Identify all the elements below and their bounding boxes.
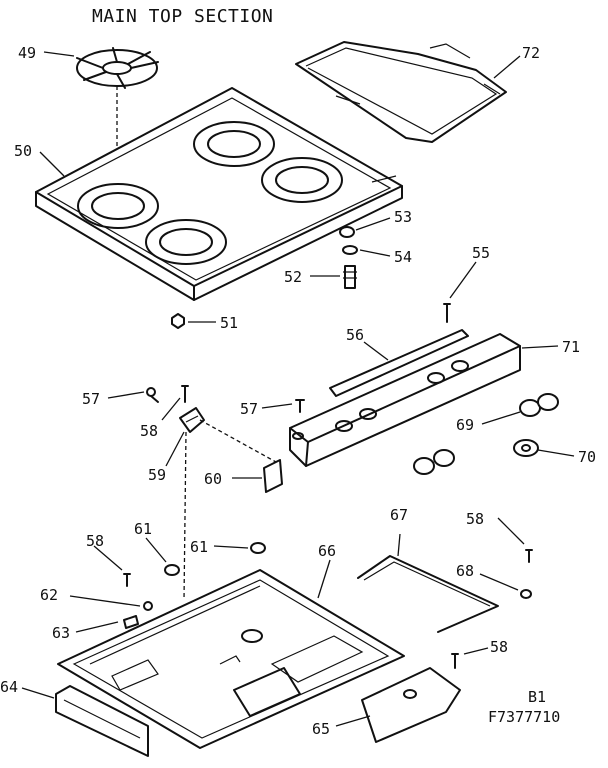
screw-58d (123, 573, 131, 587)
part-label: 62 (40, 586, 58, 604)
orifice-52 (343, 265, 357, 289)
part-label: 66 (318, 542, 336, 560)
screw-55 (443, 303, 451, 323)
side-panel-64 (55, 685, 149, 757)
grommet-61a (164, 564, 180, 576)
part-label: 55 (472, 244, 490, 262)
part-label: 58 (140, 422, 158, 440)
part-label: 49 (18, 44, 36, 62)
part-label: 63 (52, 624, 70, 642)
part-label: 70 (578, 448, 596, 466)
part-label: 59 (148, 466, 166, 484)
cover-65 (361, 667, 461, 743)
part-labels: 49 72 50 53 54 52 55 51 56 71 57 58 57 6… (0, 44, 596, 738)
part-label: 69 (456, 416, 474, 434)
part-label: 50 (14, 142, 32, 160)
clip-62 (143, 601, 153, 611)
screw-57b (295, 399, 305, 413)
part-label: 65 (312, 720, 330, 738)
grommet-61b (250, 542, 266, 554)
washer-54 (342, 245, 358, 255)
fastener-53 (339, 226, 355, 238)
knob-69 (413, 393, 559, 475)
clip-68 (520, 589, 532, 599)
trim-strip (329, 329, 469, 397)
screw-57a (146, 387, 159, 403)
drawing-number: F7377710 (488, 708, 560, 726)
screw-58b (525, 549, 533, 563)
main-top (35, 87, 403, 301)
part-label: 71 (562, 338, 580, 356)
part-label: 52 (284, 268, 302, 286)
part-label: 61 (134, 520, 152, 538)
top-cover (295, 41, 507, 143)
screw-58c (451, 653, 459, 669)
part-label: 58 (86, 532, 104, 550)
screw-58a (181, 385, 189, 403)
bracket-59 (179, 407, 205, 433)
part-label: 72 (522, 44, 540, 62)
part-label: 56 (346, 326, 364, 344)
gasket-67 (357, 555, 499, 633)
spacer-63 (123, 615, 139, 629)
part-label: 58 (466, 510, 484, 528)
part-label: 61 (190, 538, 208, 556)
part-label: 67 (390, 506, 408, 524)
part-label: 54 (394, 248, 412, 266)
part-label: 51 (220, 314, 238, 332)
manifold-panel (289, 333, 521, 467)
diagram-title: MAIN TOP SECTION (92, 6, 273, 27)
part-label: 68 (456, 562, 474, 580)
burner-grate (76, 47, 159, 89)
part-label: 57 (240, 400, 258, 418)
part-label: 64 (0, 678, 18, 696)
drawing-code: B1 (528, 688, 546, 706)
nut-51 (171, 313, 185, 329)
part-label: 60 (204, 470, 222, 488)
bottom-pan (57, 569, 405, 749)
box-60 (263, 459, 283, 493)
part-label: 57 (82, 390, 100, 408)
knob-70 (513, 439, 539, 457)
part-label: 53 (394, 208, 412, 226)
leader-lines (21, 51, 575, 727)
part-label: 58 (490, 638, 508, 656)
